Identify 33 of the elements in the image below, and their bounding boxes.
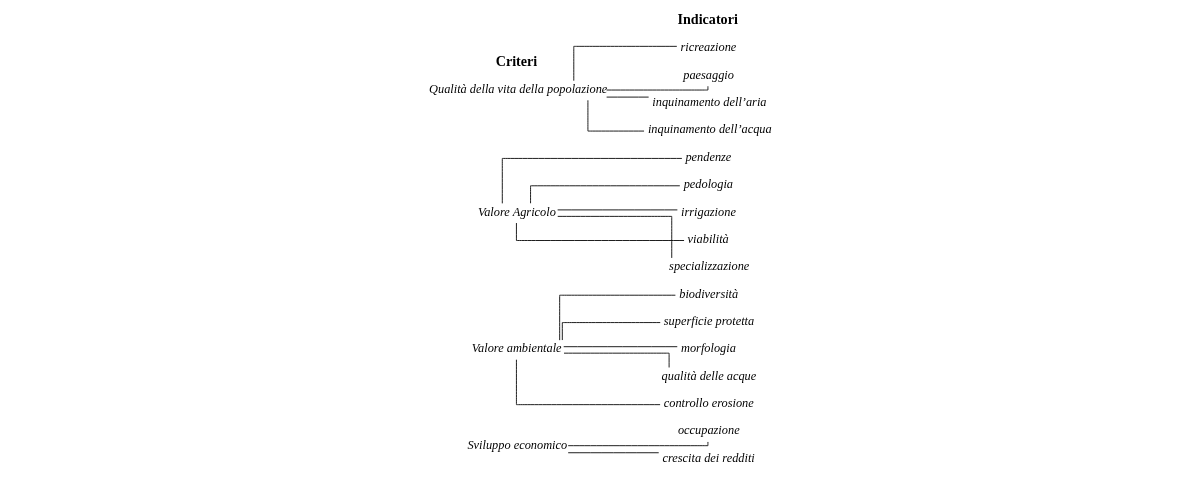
connector [501,158,682,204]
connector [567,452,659,454]
node-text: qualità delle acque [661,368,756,383]
node-text: morfologia [680,341,736,356]
node-text: Valore ambientale [471,341,562,356]
node-text: controllo erosione [663,396,754,411]
connector [561,322,661,341]
node-text: superficie protetta [663,313,754,328]
node-text: crescita dei redditi [661,450,755,465]
node-text: biodiversità [678,286,738,301]
node-text: occupazione [677,423,740,438]
node-text: Sviluppo economico [466,437,567,452]
connector [515,222,684,241]
label: Criteri [495,52,537,69]
node-text: inquinamento dell’acqua [647,122,772,137]
label: Indicatori [676,11,738,28]
node-text: inquinamento dell’aria [651,95,766,110]
node-text: paesaggio [682,67,734,82]
node-text: Qualità della vita della popolazione [428,81,607,96]
node-text: pendenze [684,149,731,164]
connector [556,215,672,259]
connector [567,441,708,447]
connector [562,346,678,348]
node-text: Valore Agricolo [477,204,556,219]
node-text: viabilità [687,231,729,246]
node-text: specializzazione [668,259,749,274]
node-text: pedologia [683,177,733,192]
connector [572,45,677,82]
node-text: ricreazione [680,40,736,55]
connector [529,185,680,204]
node-text: irrigazione [680,204,736,219]
connector [558,294,676,341]
connector [515,359,661,406]
